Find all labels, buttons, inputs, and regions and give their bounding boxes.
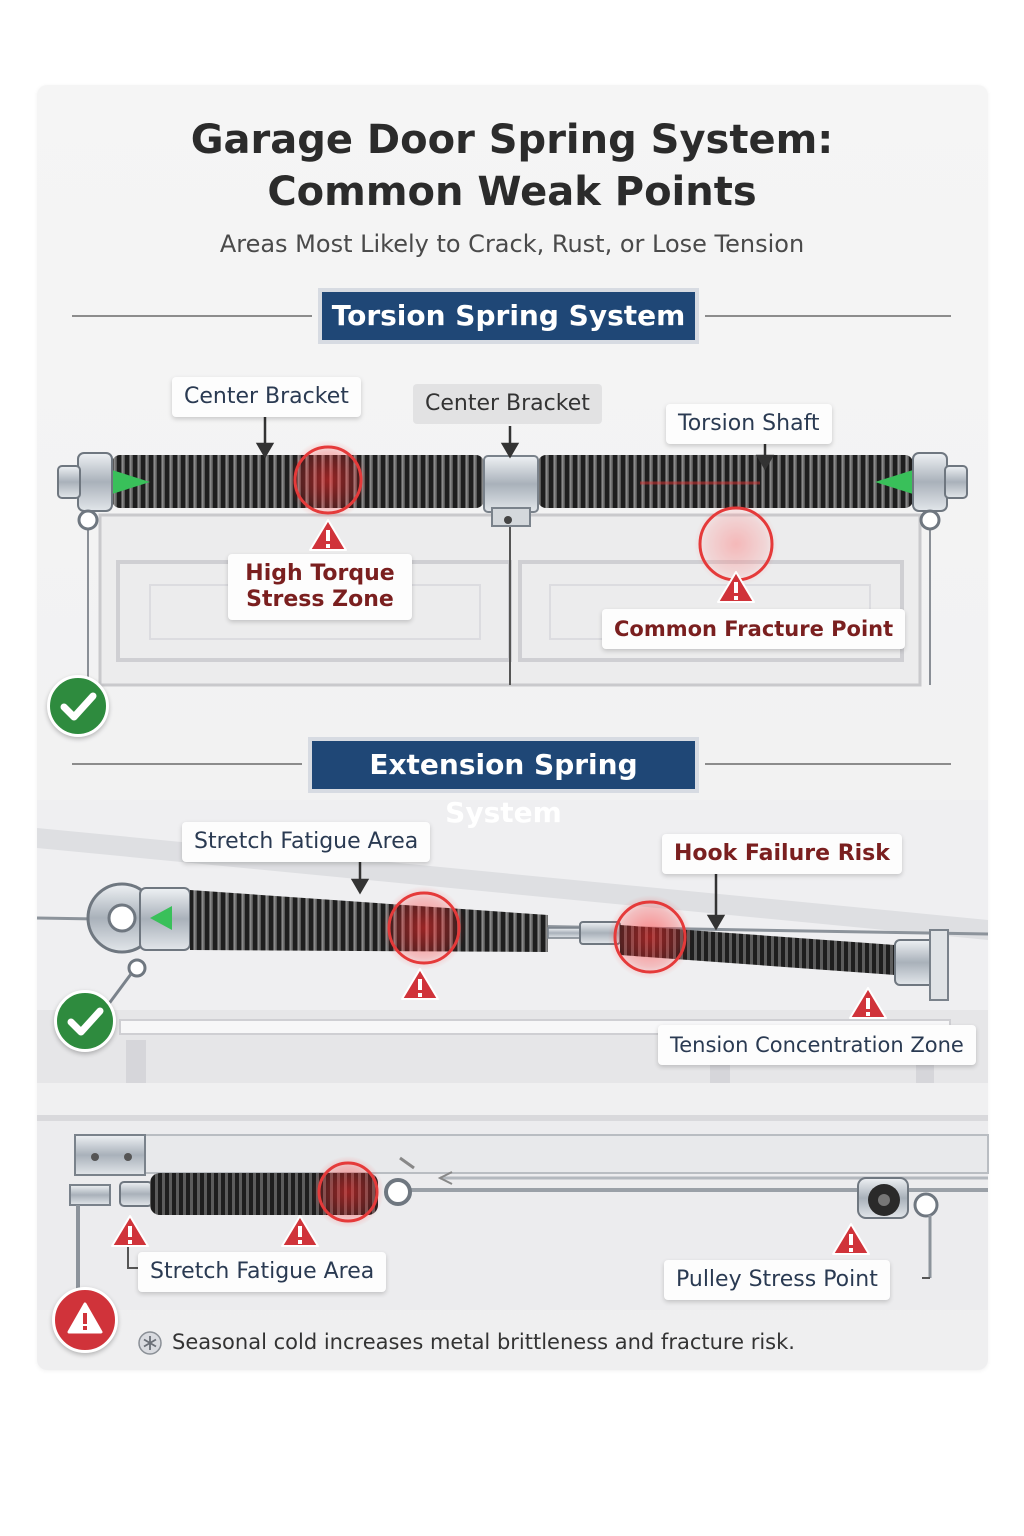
cable-hook-right [919, 509, 941, 531]
page-subtitle: Areas Most Likely to Crack, Rust, or Los… [219, 230, 805, 258]
label-high-torque-line1: High Torque [245, 561, 395, 586]
divider [705, 315, 951, 317]
extension-banner: Extension Spring System [312, 741, 695, 829]
page-title-line2: Common Weak Points [267, 169, 757, 215]
divider [705, 763, 951, 765]
stretch-fatigue-ring [387, 891, 461, 965]
label-center-bracket-mid: Center Bracket [413, 384, 602, 424]
callout-arrows [350, 862, 726, 931]
footer-note: Seasonal cold increases metal brittlenes… [172, 1330, 795, 1354]
winding-cone-left [112, 470, 150, 494]
divider [72, 315, 312, 317]
cable-hook-left [77, 509, 99, 531]
door-stile [126, 1040, 146, 1083]
track-stress-ring [317, 1161, 379, 1223]
label-torsion-shaft: Torsion Shaft [666, 404, 832, 444]
stress-glow [288, 440, 368, 520]
cable-drum-left [77, 452, 113, 512]
label-stretch-fatigue: Stretch Fatigue Area [182, 822, 431, 862]
divider [72, 763, 302, 765]
end-bearing-left [57, 465, 81, 499]
page-title-line1: Garage Door Spring System: [190, 117, 834, 163]
hook-failure-ring [613, 900, 687, 974]
spring-connector [547, 927, 581, 939]
alert-icon [52, 1287, 118, 1353]
snowflake-icon [138, 1331, 162, 1355]
label-track-stretch-fatigue: Stretch Fatigue Area [138, 1252, 387, 1292]
cable-drum-right [912, 452, 948, 512]
end-bracket [929, 929, 949, 1001]
label-common-fracture: Common Fracture Point [602, 609, 906, 649]
label-high-torque: High Torque Stress Zone [228, 554, 412, 620]
spring-eye [384, 1178, 412, 1206]
fracture-glow [694, 502, 778, 586]
label-high-torque-line2: Stress Zone [246, 587, 394, 612]
torsion-banner: Torsion Spring System [322, 292, 695, 340]
label-center-bracket: Center Bracket [172, 377, 361, 417]
callout-arrows [255, 417, 775, 471]
horizontal-track [74, 1134, 989, 1174]
fracture-ring [698, 506, 774, 582]
check-icon [47, 675, 109, 737]
winding-cone-right [875, 470, 913, 494]
label-hook-failure: Hook Failure Risk [662, 834, 902, 874]
center-bracket [483, 455, 539, 513]
label-pulley-stress: Pulley Stress Point [664, 1260, 890, 1300]
track-bracket [74, 1134, 146, 1176]
cable-hook [127, 958, 147, 978]
tension-indicator [150, 906, 172, 930]
center-bracket-plate [491, 507, 531, 527]
high-torque-ring [293, 445, 363, 515]
check-icon [54, 990, 116, 1052]
label-tension-concentration: Tension Concentration Zone [658, 1025, 976, 1065]
end-bearing-right [944, 465, 968, 499]
